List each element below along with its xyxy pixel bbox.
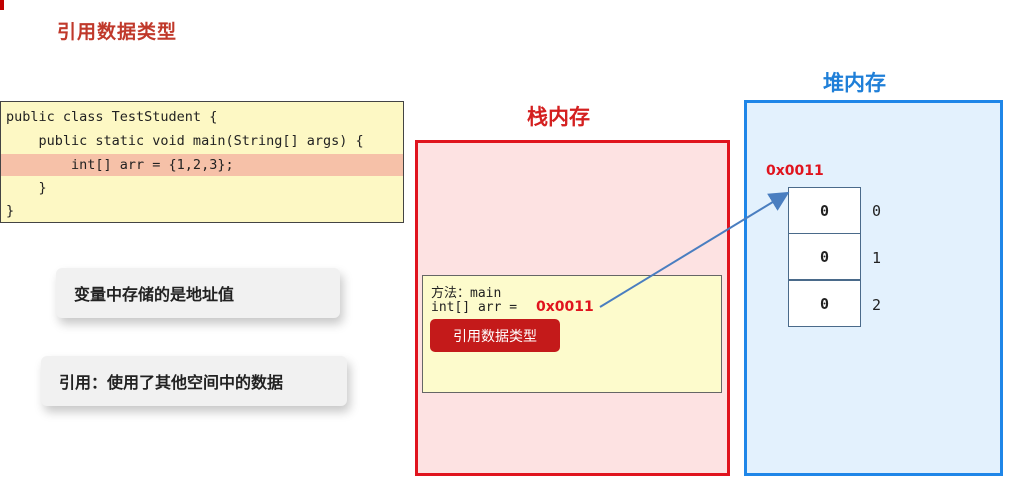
code-line: } xyxy=(1,177,403,199)
stack-address-value: 0x0011 xyxy=(536,299,594,315)
array-cell: 0 xyxy=(788,280,861,327)
code-line: public static void main(String[] args) { xyxy=(1,130,403,152)
array-index: 2 xyxy=(872,296,882,314)
note-text: 变量中存储的是地址值 xyxy=(74,285,235,304)
heap-address-label: 0x0011 xyxy=(766,163,824,179)
array-cell: 0 xyxy=(788,187,861,234)
note-reference: 引用：使用了其他空间中的数据 xyxy=(41,356,347,406)
code-line: public class TestStudent { xyxy=(1,106,403,128)
code-text: } xyxy=(6,180,47,196)
array-index: 0 xyxy=(872,202,882,220)
code-text: } xyxy=(6,203,15,219)
heap-memory-box xyxy=(744,100,1003,476)
heap-label: 堆内存 xyxy=(823,71,886,95)
array-cell: 0 xyxy=(788,233,861,280)
frame-method: 方法：main xyxy=(431,286,502,301)
arrow-line xyxy=(599,191,790,308)
code-line: } xyxy=(1,200,403,222)
code-text: int[] arr = {1,2,3}; xyxy=(6,157,234,173)
stack-label: 栈内存 xyxy=(527,105,590,129)
corner-accent xyxy=(0,0,4,10)
code-line-highlighted: int[] arr = {1,2,3}; xyxy=(1,154,403,176)
note-text: 引用：使用了其他空间中的数据 xyxy=(59,373,284,392)
code-text: public static void main(String[] args) { xyxy=(6,133,364,149)
code-panel: public class TestStudent { public static… xyxy=(0,101,404,223)
array-index: 1 xyxy=(872,249,882,267)
reference-type-badge: 引用数据类型 xyxy=(430,319,560,352)
frame-variable: int[] arr = xyxy=(431,300,525,315)
code-text: public class TestStudent { xyxy=(6,109,218,125)
note-address-value: 变量中存储的是地址值 xyxy=(56,268,340,318)
slide-title: 引用数据类型 xyxy=(57,21,178,43)
